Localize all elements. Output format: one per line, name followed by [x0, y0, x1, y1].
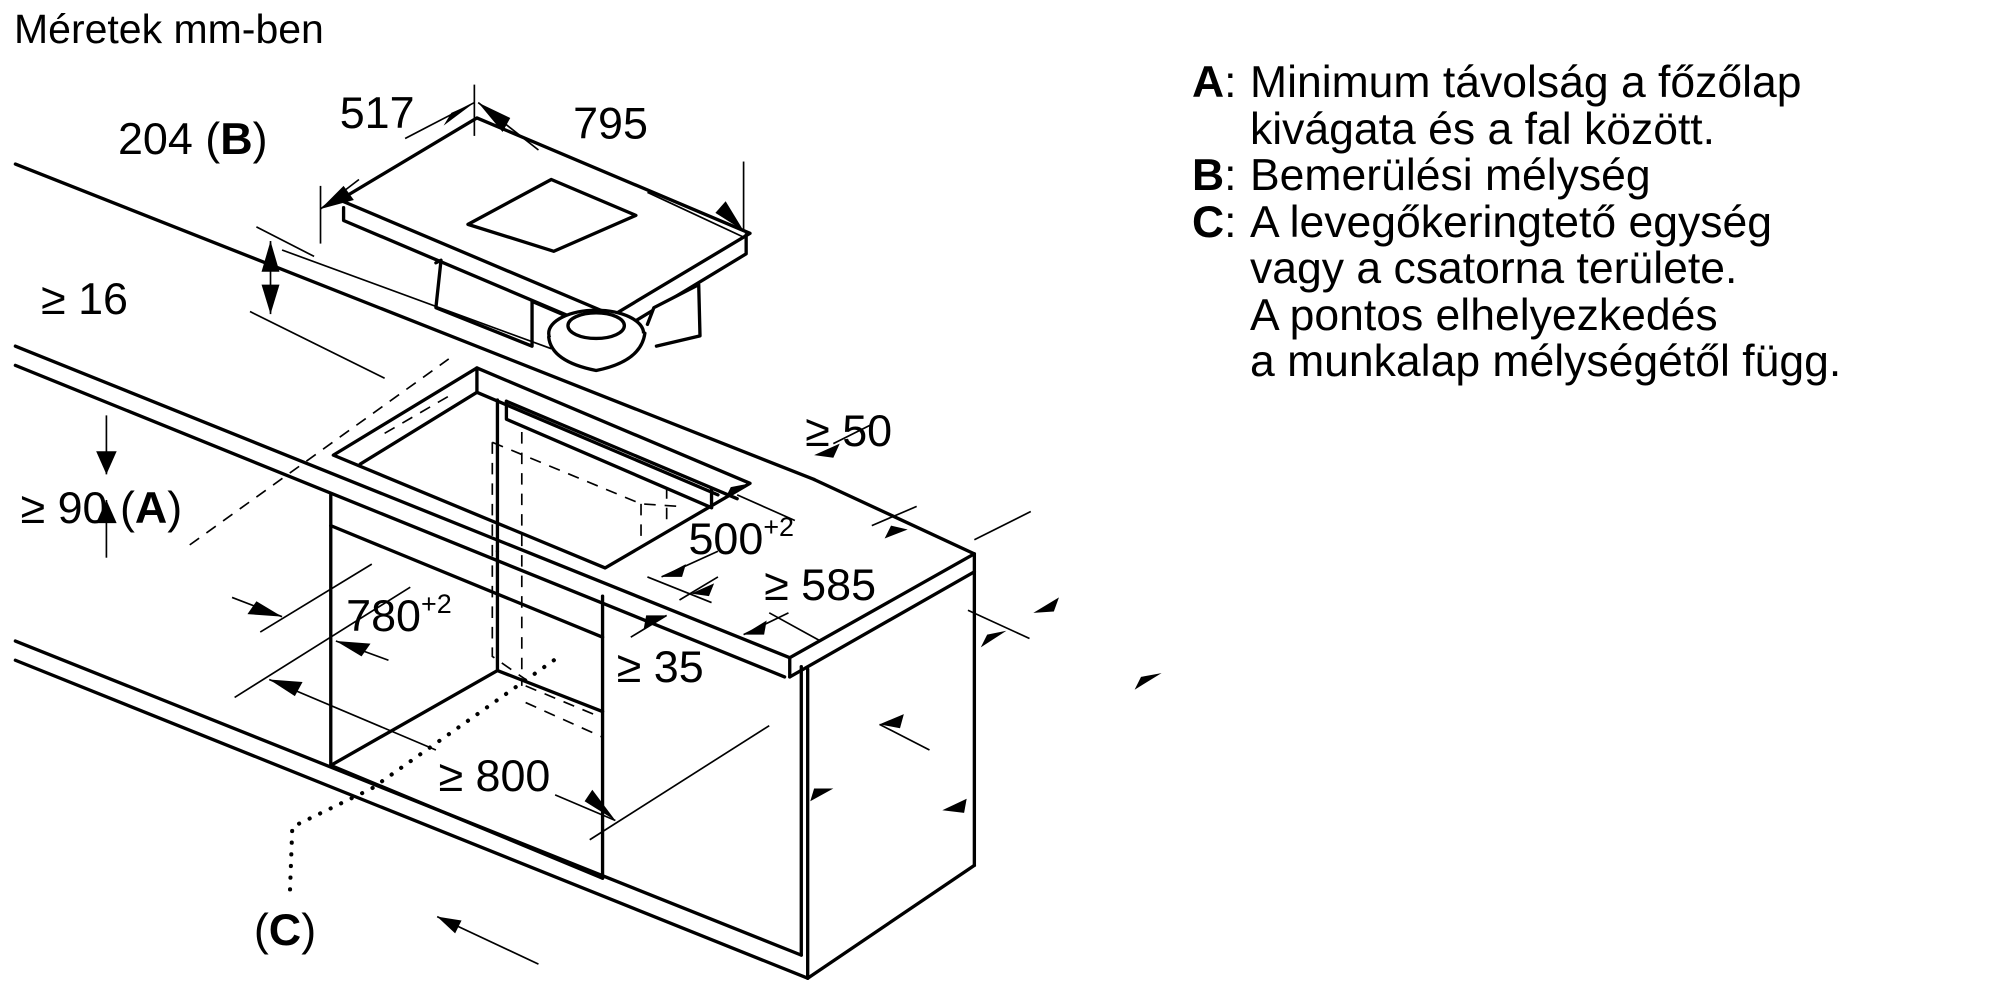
dim-780: 780+2 — [346, 589, 452, 641]
legend-line: A levegőkeringtető egység — [1250, 197, 1773, 247]
dim-204: 204 (B) — [118, 113, 268, 164]
legend-line: a munkalap mélységétől függ. — [1250, 337, 1842, 386]
dim-795: 795 — [573, 97, 648, 148]
legend-line: kivágata és a fal között. — [1250, 104, 1716, 154]
worktop — [13, 162, 977, 679]
legend-line: Bemerülési mélység — [1250, 151, 1651, 200]
dim-min-50: ≥ 50 — [805, 405, 892, 456]
dim-min-16: ≥ 16 — [41, 273, 128, 324]
dim-min-35: ≥ 35 — [617, 641, 704, 692]
legend-item-a: A: Minimum távolság a főzőlap kivágata é… — [1192, 58, 1802, 154]
cutout — [331, 366, 752, 570]
hob — [281, 116, 752, 373]
legend-key: B — [1192, 151, 1225, 200]
legend-line: vagy a csatorna területe. — [1250, 244, 1738, 293]
dimension-ticks — [630, 423, 1032, 642]
dim-min-90: ≥ 90 (A) — [21, 482, 183, 533]
dimension-labels: 517 795 204 (B) ≥ 16 ≥ 90 (A) 780+2 500+… — [21, 87, 893, 955]
diagram-title: Méretek mm-ben — [14, 6, 324, 52]
label-c: (C) — [254, 904, 316, 955]
dim-min-800: ≥ 800 — [438, 750, 550, 801]
legend-item-b: B: Bemerülési mélység — [1192, 151, 1651, 200]
dim-500: 500+2 — [688, 512, 794, 564]
legend-item-c: C: A levegőkeringtető egység vagy a csat… — [1192, 197, 1842, 386]
legend-line: Minimum távolság a főzőlap — [1250, 58, 1802, 107]
legend: A: Minimum távolság a főzőlap kivágata é… — [1192, 58, 1842, 386]
legend-key: A — [1192, 58, 1225, 107]
legend-key: C — [1192, 197, 1225, 247]
dim-min-585: ≥ 585 — [764, 559, 876, 610]
legend-line: A pontos elhelyezkedés — [1250, 290, 1718, 340]
dim-517: 517 — [340, 87, 415, 138]
cabinet — [13, 358, 977, 980]
